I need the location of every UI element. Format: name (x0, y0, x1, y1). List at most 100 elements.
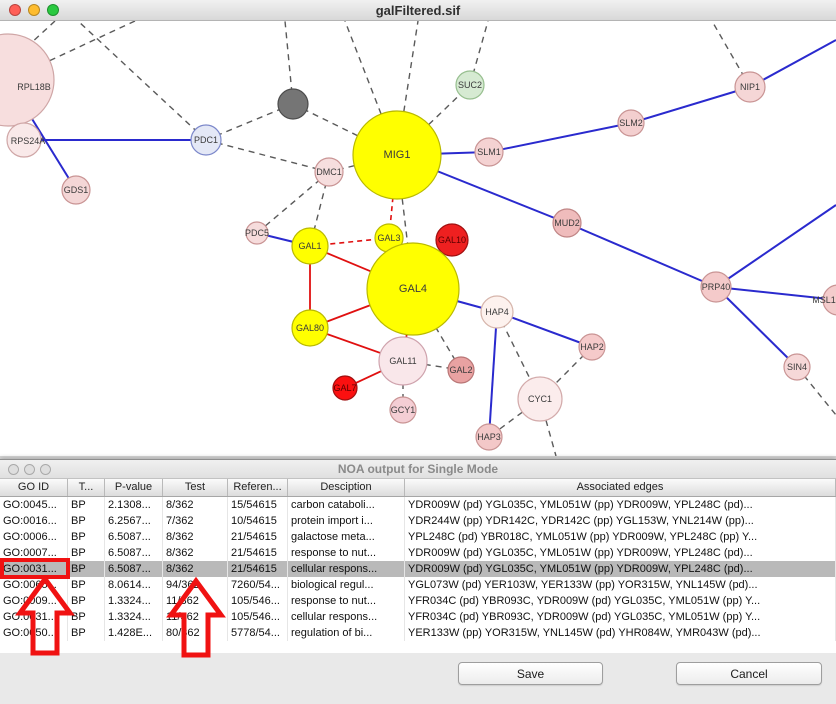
cell-test: 8/362 (163, 561, 228, 577)
close-icon[interactable] (9, 4, 21, 16)
graph-window-title: galFiltered.sif (375, 3, 461, 18)
node-CYC1[interactable] (517, 376, 563, 422)
cell-type: BP (68, 529, 105, 545)
node-DMC1[interactable] (314, 157, 344, 187)
node-MUD2[interactable] (552, 208, 582, 238)
edge-PDC1-pt (77, 21, 207, 141)
cell-description: protein import i... (288, 513, 405, 529)
node-UNK[interactable] (277, 88, 309, 120)
cell-description: regulation of bi... (288, 625, 405, 641)
node-MSL1[interactable] (822, 284, 836, 316)
cell-p_value: 6.5087... (105, 561, 163, 577)
node-label-PDC5: PDC5 (245, 228, 269, 238)
node-GAL80[interactable] (291, 309, 329, 347)
node-HAP3[interactable] (475, 423, 503, 451)
node-label-GAL1: GAL1 (298, 241, 321, 251)
node-MIG1[interactable] (352, 110, 442, 200)
node-label-SUC2: SUC2 (458, 80, 482, 90)
node-label-MUD2: MUD2 (554, 218, 580, 228)
cell-reference: 21/54615 (228, 561, 288, 577)
node-HAP4[interactable] (480, 295, 514, 329)
node-GAL10[interactable] (435, 223, 469, 257)
minimize-icon[interactable] (28, 4, 40, 16)
node-RPL18B[interactable] (0, 33, 55, 127)
edge-HAP4-HAP3 (488, 311, 498, 438)
cell-type: BP (68, 513, 105, 529)
cell-p_value: 1.3324... (105, 593, 163, 609)
node-NIP1[interactable] (734, 71, 766, 103)
network-canvas[interactable]: RPL18BRPS24AGDS1PDC1DMC1MIG1SUC2SLM1SLM2… (0, 21, 836, 456)
node-label-GAL7: GAL7 (333, 383, 356, 393)
column-header-edges[interactable]: Associated edges (405, 479, 836, 496)
node-SIN4[interactable] (783, 353, 811, 381)
cell-p_value: 6.2567... (105, 513, 163, 529)
node-GCY1[interactable] (389, 396, 417, 424)
node-label-GAL80: GAL80 (296, 323, 324, 333)
cell-description: cellular respons... (288, 609, 405, 625)
cancel-button[interactable]: Cancel (676, 662, 822, 685)
node-SUC2[interactable] (455, 70, 485, 100)
edge-CYC1-pt (539, 398, 557, 456)
zoom-icon[interactable] (47, 4, 59, 16)
node-SLM1[interactable] (474, 137, 504, 167)
noa-window-titlebar[interactable]: NOA output for Single Mode (0, 460, 836, 479)
column-header-p_value[interactable]: P-value (105, 479, 163, 496)
node-label-PDC1: PDC1 (194, 135, 218, 145)
node-GAL11[interactable] (378, 336, 428, 386)
column-header-type[interactable]: T... (68, 479, 105, 496)
column-header-test[interactable]: Test (163, 479, 228, 496)
node-PDC1[interactable] (190, 124, 222, 156)
graph-window-titlebar[interactable]: galFiltered.sif (0, 0, 836, 21)
node-GDS1[interactable] (61, 175, 91, 205)
node-SLM2[interactable] (617, 109, 645, 137)
cell-type: BP (68, 545, 105, 561)
noa-window-title: NOA output for Single Mode (337, 462, 499, 476)
cell-description: response to nut... (288, 593, 405, 609)
cell-edges: YDR009W (pd) YGL035C, YML051W (pp) YDR00… (405, 545, 836, 561)
node-label-MSL1: MSL1 (812, 295, 836, 305)
node-GAL2[interactable] (447, 356, 475, 384)
cell-description: biological regul... (288, 577, 405, 593)
cell-edges: YDR244W (pp) YDR142C, YDR142C (pp) YGL15… (405, 513, 836, 529)
zoom-icon[interactable] (40, 464, 51, 475)
node-label-GCY1: GCY1 (391, 405, 416, 415)
node-RPS24A[interactable] (6, 122, 42, 158)
column-header-go_id[interactable]: GO ID (0, 479, 68, 496)
node-GAL1[interactable] (291, 227, 329, 265)
node-GAL7[interactable] (332, 375, 358, 401)
cell-reference: 105/546... (228, 609, 288, 625)
cell-go_id: GO:0031... (0, 609, 68, 625)
column-header-reference[interactable]: Referen... (228, 479, 288, 496)
node-label-GAL2: GAL2 (449, 365, 472, 375)
cell-description: response to nut... (288, 545, 405, 561)
cell-p_value: 6.5087... (105, 545, 163, 561)
cell-edges: YDR009W (pd) YGL035C, YML051W (pp) YDR00… (405, 561, 836, 577)
cell-go_id: GO:0006... (0, 529, 68, 545)
edge-HAP4-HAP2 (496, 311, 593, 348)
cell-test: 8/362 (163, 497, 228, 513)
close-icon[interactable] (8, 464, 19, 475)
node-label-MIG1: MIG1 (384, 149, 411, 161)
node-label-PRP40: PRP40 (702, 282, 731, 292)
node-PRP40[interactable] (700, 271, 732, 303)
cell-edges: YDR009W (pd) YGL035C, YML051W (pp) YDR00… (405, 497, 836, 513)
cell-p_value: 2.1308... (105, 497, 163, 513)
node-HAP2[interactable] (578, 333, 606, 361)
node-PDC5[interactable] (245, 221, 269, 245)
node-GAL4[interactable] (366, 242, 460, 336)
cell-description: cellular respons... (288, 561, 405, 577)
minimize-icon[interactable] (24, 464, 35, 475)
edge-pt-RPL18B (7, 21, 136, 81)
column-header-description[interactable]: Desciption (288, 479, 405, 496)
save-button[interactable]: Save (458, 662, 603, 685)
